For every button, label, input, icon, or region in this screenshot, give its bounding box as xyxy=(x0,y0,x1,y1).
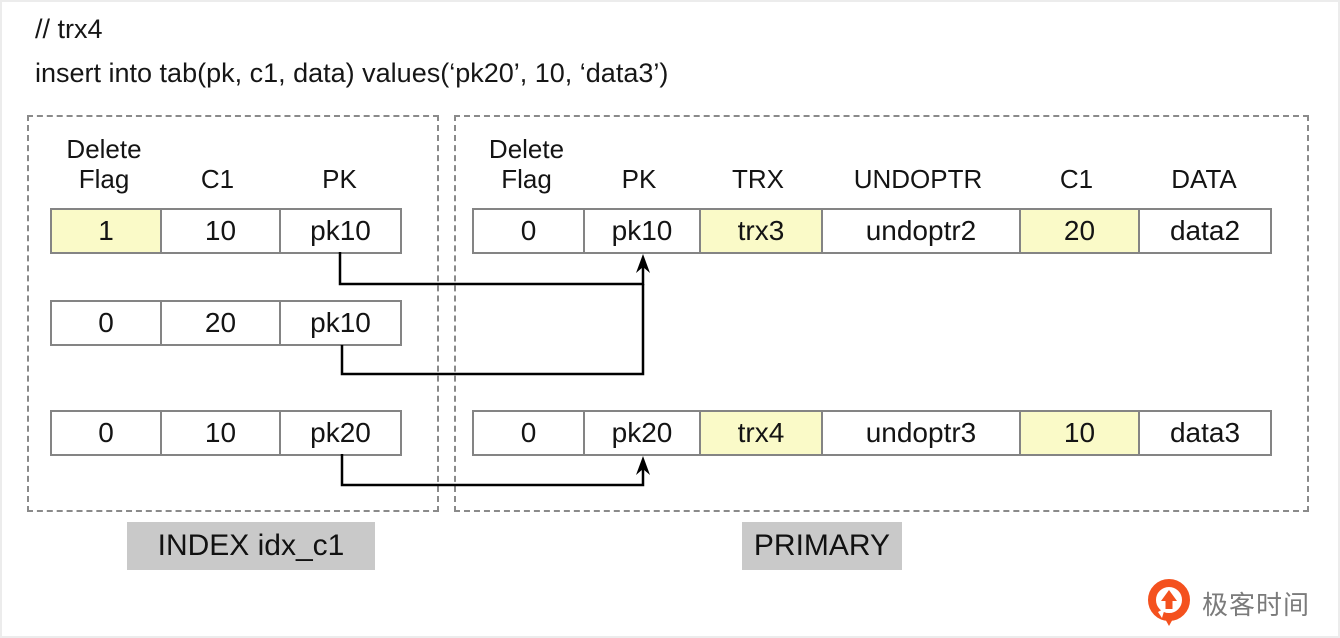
primary-cell-pk: pk20 xyxy=(583,412,699,454)
index-column-headers: Delete Flag C1 PK xyxy=(50,118,402,204)
index-row-3: 0 10 pk20 xyxy=(50,410,402,456)
index-row-2: 0 20 pk10 xyxy=(50,300,402,346)
primary-col-header-data: DATA xyxy=(1171,164,1237,195)
index-cell-delete-flag: 0 xyxy=(52,302,160,344)
index-col-header-delete-flag: Delete Flag xyxy=(66,133,142,195)
index-cell-delete-flag: 0 xyxy=(52,412,160,454)
index-col-header-c1: C1 xyxy=(200,164,235,195)
index-cell-pk: pk20 xyxy=(279,412,400,454)
primary-row-2: 0 pk20 trx4 undoptr3 10 data3 xyxy=(472,410,1272,456)
primary-col-header-delete-flag: Delete Flag xyxy=(488,133,565,195)
index-cell-pk: pk10 xyxy=(279,302,400,344)
primary-col-header-pk: PK xyxy=(621,164,657,195)
primary-cell-c1: 20 xyxy=(1019,210,1138,252)
code-comment-line: // trx4 xyxy=(35,14,103,44)
index-cell-c1: 10 xyxy=(160,210,279,252)
primary-row-1: 0 pk10 trx3 undoptr2 20 data2 xyxy=(472,208,1272,254)
geektime-icon xyxy=(1147,579,1190,626)
index-cell-c1: 10 xyxy=(160,412,279,454)
primary-col-header-trx: TRX xyxy=(732,164,784,195)
primary-cell-data: data2 xyxy=(1138,210,1270,252)
index-col-header-pk: PK xyxy=(322,164,357,195)
index-cell-c1: 20 xyxy=(160,302,279,344)
primary-cell-data: data3 xyxy=(1138,412,1270,454)
index-cell-delete-flag: 1 xyxy=(52,210,160,252)
index-label: INDEX idx_c1 xyxy=(127,522,375,570)
primary-cell-pk: pk10 xyxy=(583,210,699,252)
primary-col-header-c1: C1 xyxy=(1059,164,1094,195)
index-row-1: 1 10 pk10 xyxy=(50,208,402,254)
index-cell-pk: pk10 xyxy=(279,210,400,252)
primary-cell-trx: trx3 xyxy=(699,210,821,252)
primary-column-headers: Delete Flag PK TRX UNDOPTR C1 DATA xyxy=(472,118,1272,204)
primary-cell-delete-flag: 0 xyxy=(474,412,583,454)
brand-logo: 极客时间 xyxy=(1144,578,1310,628)
primary-cell-undoptr: undoptr3 xyxy=(821,412,1019,454)
primary-cell-c1: 10 xyxy=(1019,412,1138,454)
sql-insert-line: insert into tab(pk, c1, data) values(‘pk… xyxy=(35,58,669,88)
brand-text: 极客时间 xyxy=(1201,589,1310,620)
primary-cell-delete-flag: 0 xyxy=(474,210,583,252)
primary-cell-trx: trx4 xyxy=(699,412,821,454)
primary-cell-undoptr: undoptr2 xyxy=(821,210,1019,252)
primary-col-header-undoptr: UNDOPTR xyxy=(853,164,983,195)
primary-label: PRIMARY xyxy=(742,522,902,570)
